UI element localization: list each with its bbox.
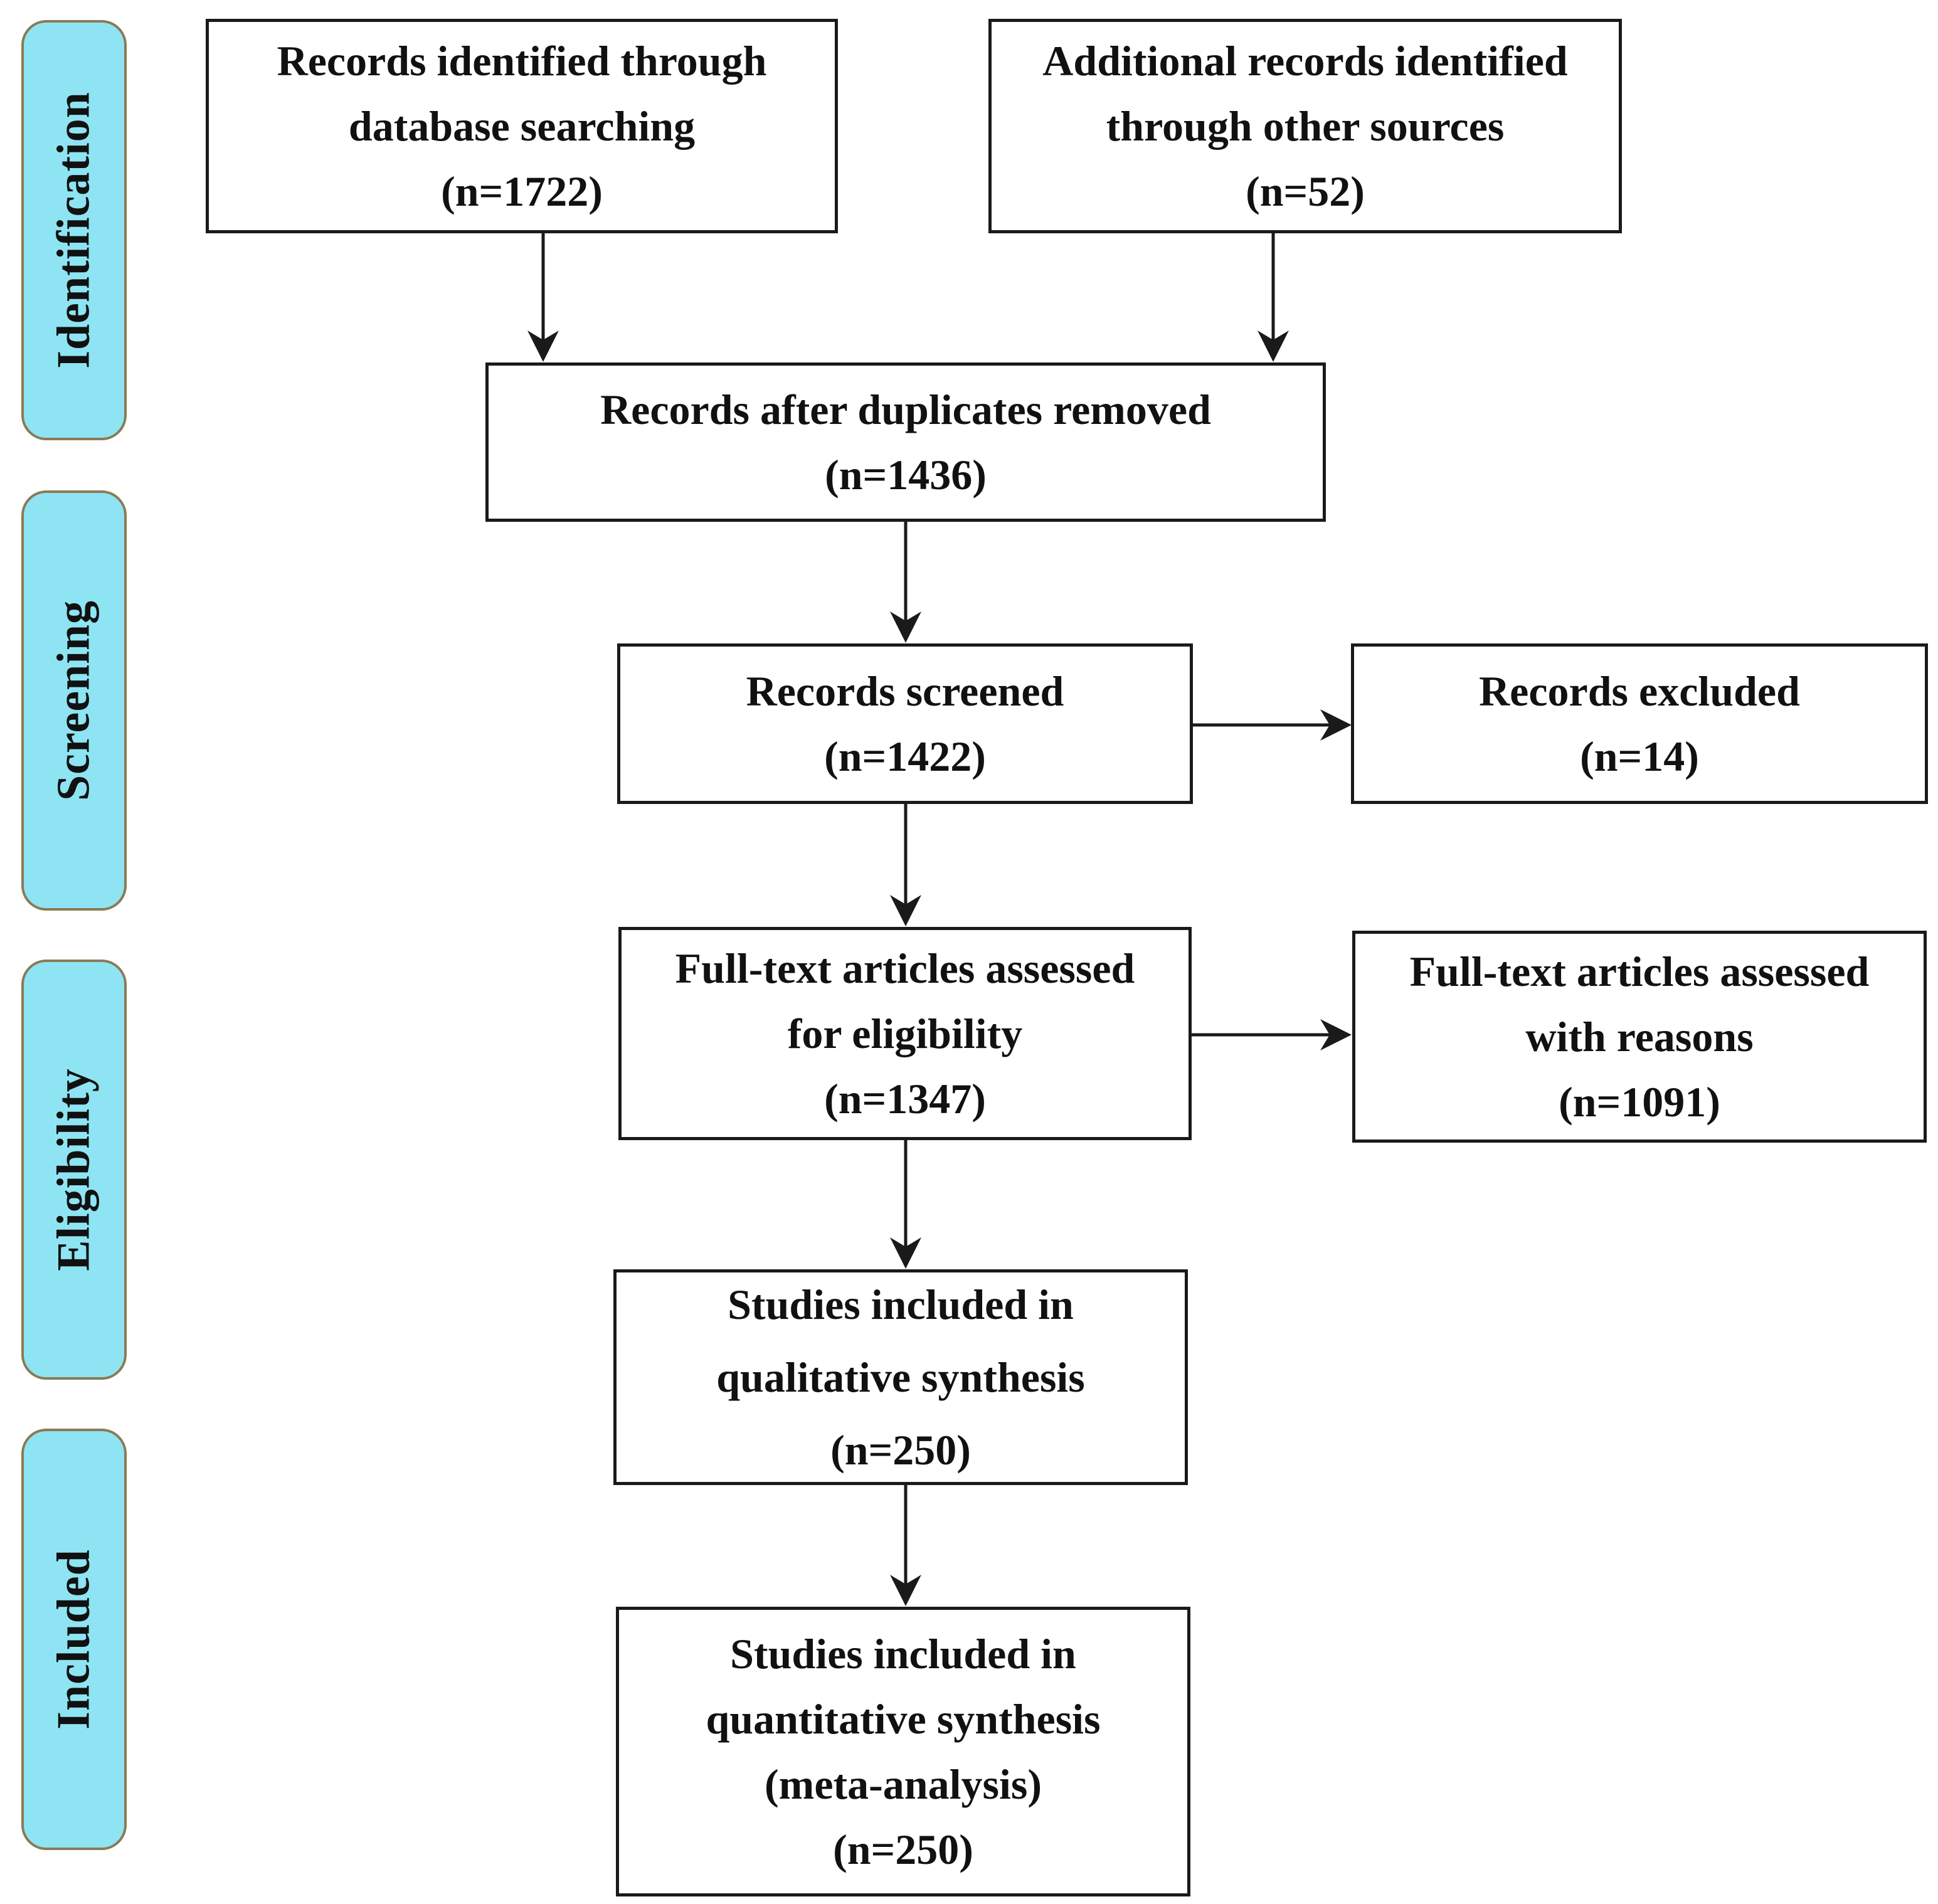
box-count: (n=14) [1580, 733, 1699, 780]
box-line: Studies included in [728, 1281, 1074, 1328]
box-records-excluded: Records excluded (n=14) [1351, 643, 1928, 804]
box-line: database searching [348, 102, 696, 150]
box-count: (n=1436) [825, 451, 987, 499]
box-other-sources: Additional records identified through ot… [988, 19, 1622, 233]
box-line: with reasons [1525, 1013, 1754, 1060]
box-line: Studies included in [730, 1630, 1076, 1678]
phase-identification: Identification [21, 20, 127, 440]
box-count: (n=250) [833, 1826, 973, 1873]
box-line: Records identified through [277, 37, 767, 85]
box-database-search: Records identified through database sear… [206, 19, 838, 233]
box-line: Full-text articles assessed [1409, 948, 1870, 995]
box-fulltext-reasons: Full-text articles assessed with reasons… [1352, 931, 1927, 1143]
box-count: (n=1347) [824, 1075, 986, 1123]
box-line: (meta-analysis) [765, 1760, 1042, 1808]
box-records-screened: Records screened (n=1422) [617, 643, 1193, 804]
phase-eligibility: Eligibility [21, 960, 127, 1380]
box-line: Records after duplicates removed [600, 386, 1211, 433]
phase-included: Included [21, 1429, 127, 1850]
box-count: (n=52) [1246, 167, 1365, 215]
box-line: quantitative synthesis [706, 1695, 1101, 1743]
box-count: (n=1091) [1559, 1078, 1720, 1126]
box-qualitative-synthesis: Studies included in qualitative synthesi… [613, 1269, 1188, 1485]
box-line: for eligibility [787, 1010, 1023, 1057]
phase-screening: Screening [21, 490, 127, 911]
box-line: through other sources [1106, 102, 1505, 150]
box-line: qualitative synthesis [716, 1353, 1085, 1401]
box-count: (n=250) [830, 1426, 971, 1474]
box-line: Records screened [746, 667, 1064, 715]
box-line: Records excluded [1479, 667, 1800, 715]
box-quantitative-synthesis: Studies included in quantitative synthes… [616, 1607, 1190, 1896]
box-duplicates-removed: Records after duplicates removed (n=1436… [485, 362, 1326, 522]
box-line: Full-text articles assessed [675, 944, 1135, 992]
box-count: (n=1422) [824, 733, 986, 780]
box-count: (n=1722) [441, 167, 603, 215]
box-fulltext-assessed: Full-text articles assessed for eligibil… [618, 927, 1192, 1140]
box-line: Additional records identified [1042, 37, 1568, 85]
